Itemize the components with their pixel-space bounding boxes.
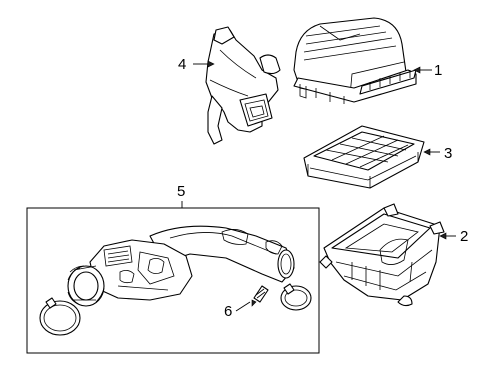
air-filter-part	[303, 125, 425, 189]
callout-3: 3	[444, 145, 453, 162]
callout-6: 6	[224, 303, 233, 320]
outlet-duct-part	[67, 225, 295, 307]
callout-5: 5	[177, 183, 186, 200]
leader-6	[235, 301, 251, 312]
fastener-part	[251, 285, 269, 307]
assembly-box-5	[26, 207, 320, 354]
clamp-right	[280, 283, 312, 311]
air-cleaner-housing-part	[319, 203, 445, 307]
intake-duct-part	[205, 26, 281, 145]
callout-1: 1	[434, 62, 443, 79]
clamp-left	[39, 297, 81, 336]
callout-4: 4	[178, 56, 187, 73]
air-cleaner-cover-part	[293, 17, 417, 104]
callout-2: 2	[460, 228, 469, 245]
